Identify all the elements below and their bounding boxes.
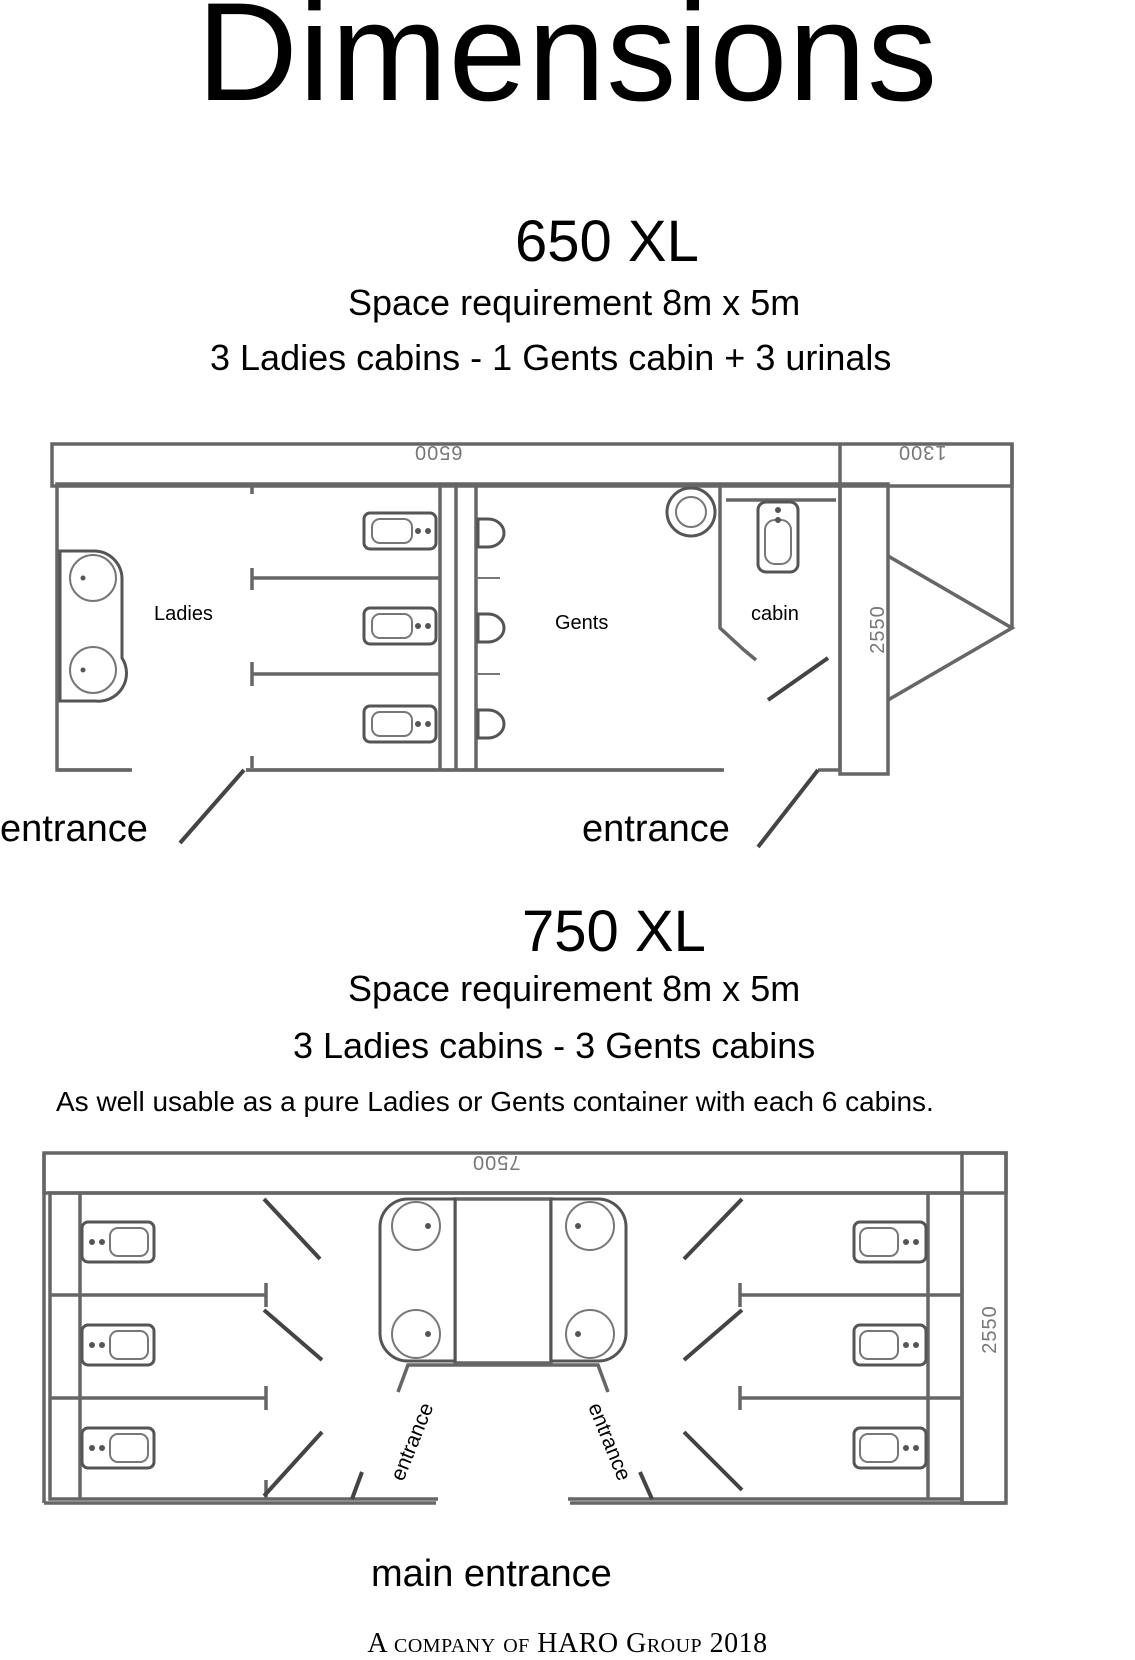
plan-750-outer-wall (48, 1191, 964, 1501)
plan-750-right-toilets (852, 1220, 928, 1470)
plan-650-space: Space requirement 8m x 5m (348, 282, 801, 323)
plan-650-floorplan (50, 442, 1016, 849)
plan-750-main-entrance: main entrance (371, 1553, 612, 1595)
plan-750-roof-band (42, 1151, 1008, 1195)
plan-750-floorplan (42, 1151, 1008, 1505)
plan-750-left-toilets (80, 1220, 156, 1470)
plan-650-entrance-door-left (178, 768, 246, 845)
plan-750-note: As well usable as a pure Ladies or Gents… (56, 1086, 934, 1117)
plan-750-central-block (453, 1197, 553, 1365)
plan-650-wash-basin (665, 486, 717, 538)
room-label-ladies: Ladies (154, 603, 213, 625)
plan-650-dim-length: 6500 (414, 441, 463, 463)
plan-650-entrance-right: entrance (582, 808, 730, 850)
room-label-cabin: cabin (751, 603, 799, 625)
room-label-gents: Gents (555, 612, 609, 634)
plan-650-ladies-toilets (362, 511, 438, 744)
page-title: Dimensions (196, 0, 939, 130)
plan-650-outer-wall (55, 482, 842, 772)
plan-650-roof-band (50, 442, 1014, 488)
plan-750-cabins: 3 Ladies cabins - 3 Gents cabins (293, 1025, 816, 1066)
plan-750-dim-width: 2550 (978, 1305, 1001, 1354)
plan-750-model: 750 XL (522, 899, 706, 964)
plan-650-entrance-door-right (756, 768, 820, 849)
plan-650-cabin-toilet (756, 500, 800, 574)
plan-650-dim-width: 2550 (866, 605, 889, 654)
plan-650-urinals (476, 517, 506, 740)
plan-650-cabins: 3 Ladies cabins - 1 Gents cabin + 3 urin… (210, 337, 892, 378)
plan-750-space: Space requirement 8m x 5m (348, 968, 801, 1009)
plan-650-end-wall (838, 482, 890, 776)
plan-650-extension (887, 554, 1016, 702)
plan-650-sink-unit (58, 549, 128, 703)
plan-650-entrance-left: entrance (0, 808, 148, 850)
plan-750-dim-length: 7500 (472, 1151, 521, 1173)
footer-company: A company of HARO Group 2018 (367, 1628, 768, 1659)
plan-650-dim-extra: 1300 (898, 441, 947, 463)
plan-650-model: 650 XL (515, 209, 699, 274)
